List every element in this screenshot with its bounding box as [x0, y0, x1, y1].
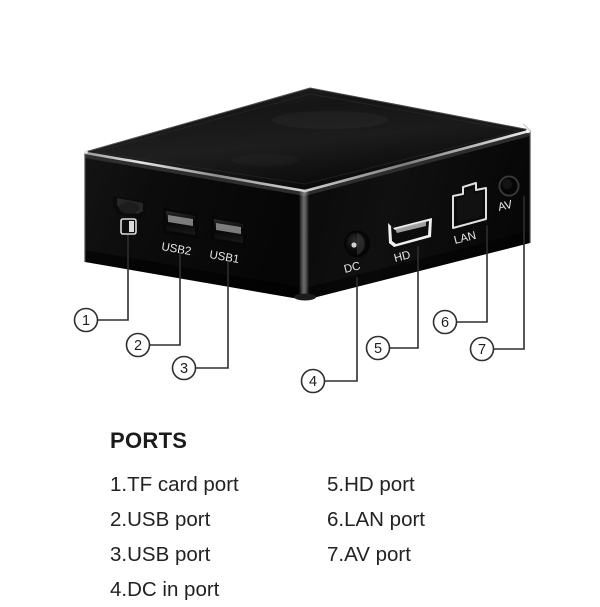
lan-label: LAN	[453, 230, 478, 247]
callout-marker-4[interactable]: 4	[300, 368, 326, 394]
legend-item: 1.TF card port	[110, 473, 239, 496]
leader-line-1	[97, 235, 129, 321]
hd-label: HD	[393, 249, 412, 265]
ports-legend: PORTS 1.TF card port 2.USB port 3.USB po…	[0, 415, 600, 601]
callout-marker-2[interactable]: 2	[125, 332, 151, 358]
legend-item: 7.AV port	[327, 543, 411, 566]
legend-item: 4.DC in port	[110, 578, 220, 601]
usb1-label: USB1	[208, 249, 240, 266]
legend-item: 6.LAN port	[327, 508, 425, 531]
leader-line-3	[195, 261, 229, 369]
callout-label-3: 3	[180, 361, 188, 377]
av-port: AV	[497, 175, 520, 214]
device-right-face: DC HD LAN	[305, 130, 531, 300]
callout-label-2: 2	[134, 338, 142, 354]
legend-item: 3.USB port	[110, 543, 211, 566]
legend-title: PORTS	[110, 428, 188, 453]
callout-marker-3[interactable]: 3	[171, 355, 197, 381]
leader-line-7	[493, 196, 525, 350]
legend-column-right: 5.HD port 6.LAN port 7.AV port	[327, 467, 425, 572]
callout-label-4: 4	[309, 374, 317, 390]
device-illustration: USB2 USB1	[73, 87, 532, 394]
sd-card-slot-icon	[120, 218, 137, 235]
device-edge-highlights	[84, 87, 532, 301]
callout-marker-5[interactable]: 5	[365, 335, 391, 361]
callout-label-7: 7	[478, 342, 486, 358]
tf-card-slot	[113, 196, 146, 235]
callout-label-5: 5	[374, 341, 382, 357]
callout-marker-1[interactable]: 1	[73, 307, 99, 333]
usb2-port: USB2	[160, 208, 198, 258]
leader-line-6	[456, 225, 488, 323]
legend-column-left: 1.TF card port 2.USB port 3.USB port 4.D…	[110, 467, 239, 607]
lan-port: LAN	[452, 182, 487, 247]
usb1-port: USB1	[208, 216, 246, 266]
callout-marker-7[interactable]: 7	[469, 336, 495, 362]
usb2-label: USB2	[160, 241, 192, 258]
leader-line-4	[324, 277, 358, 382]
leader-line-5	[389, 246, 419, 349]
dc-in-jack: DC	[343, 230, 370, 276]
callout-leader-lines	[97, 196, 525, 382]
leader-line-2	[149, 252, 181, 346]
legend-item: 2.USB port	[110, 508, 211, 531]
device-top-face	[85, 88, 530, 190]
legend-item: 5.HD port	[327, 473, 415, 496]
dc-label: DC	[343, 260, 362, 276]
callout-marker-6[interactable]: 6	[432, 309, 458, 335]
callout-label-6: 6	[441, 315, 449, 331]
hd-port: HD	[388, 218, 432, 265]
av-label: AV	[497, 199, 514, 214]
callout-label-1: 1	[82, 313, 90, 329]
callout-markers: 1 2 3 4 5	[73, 307, 495, 394]
